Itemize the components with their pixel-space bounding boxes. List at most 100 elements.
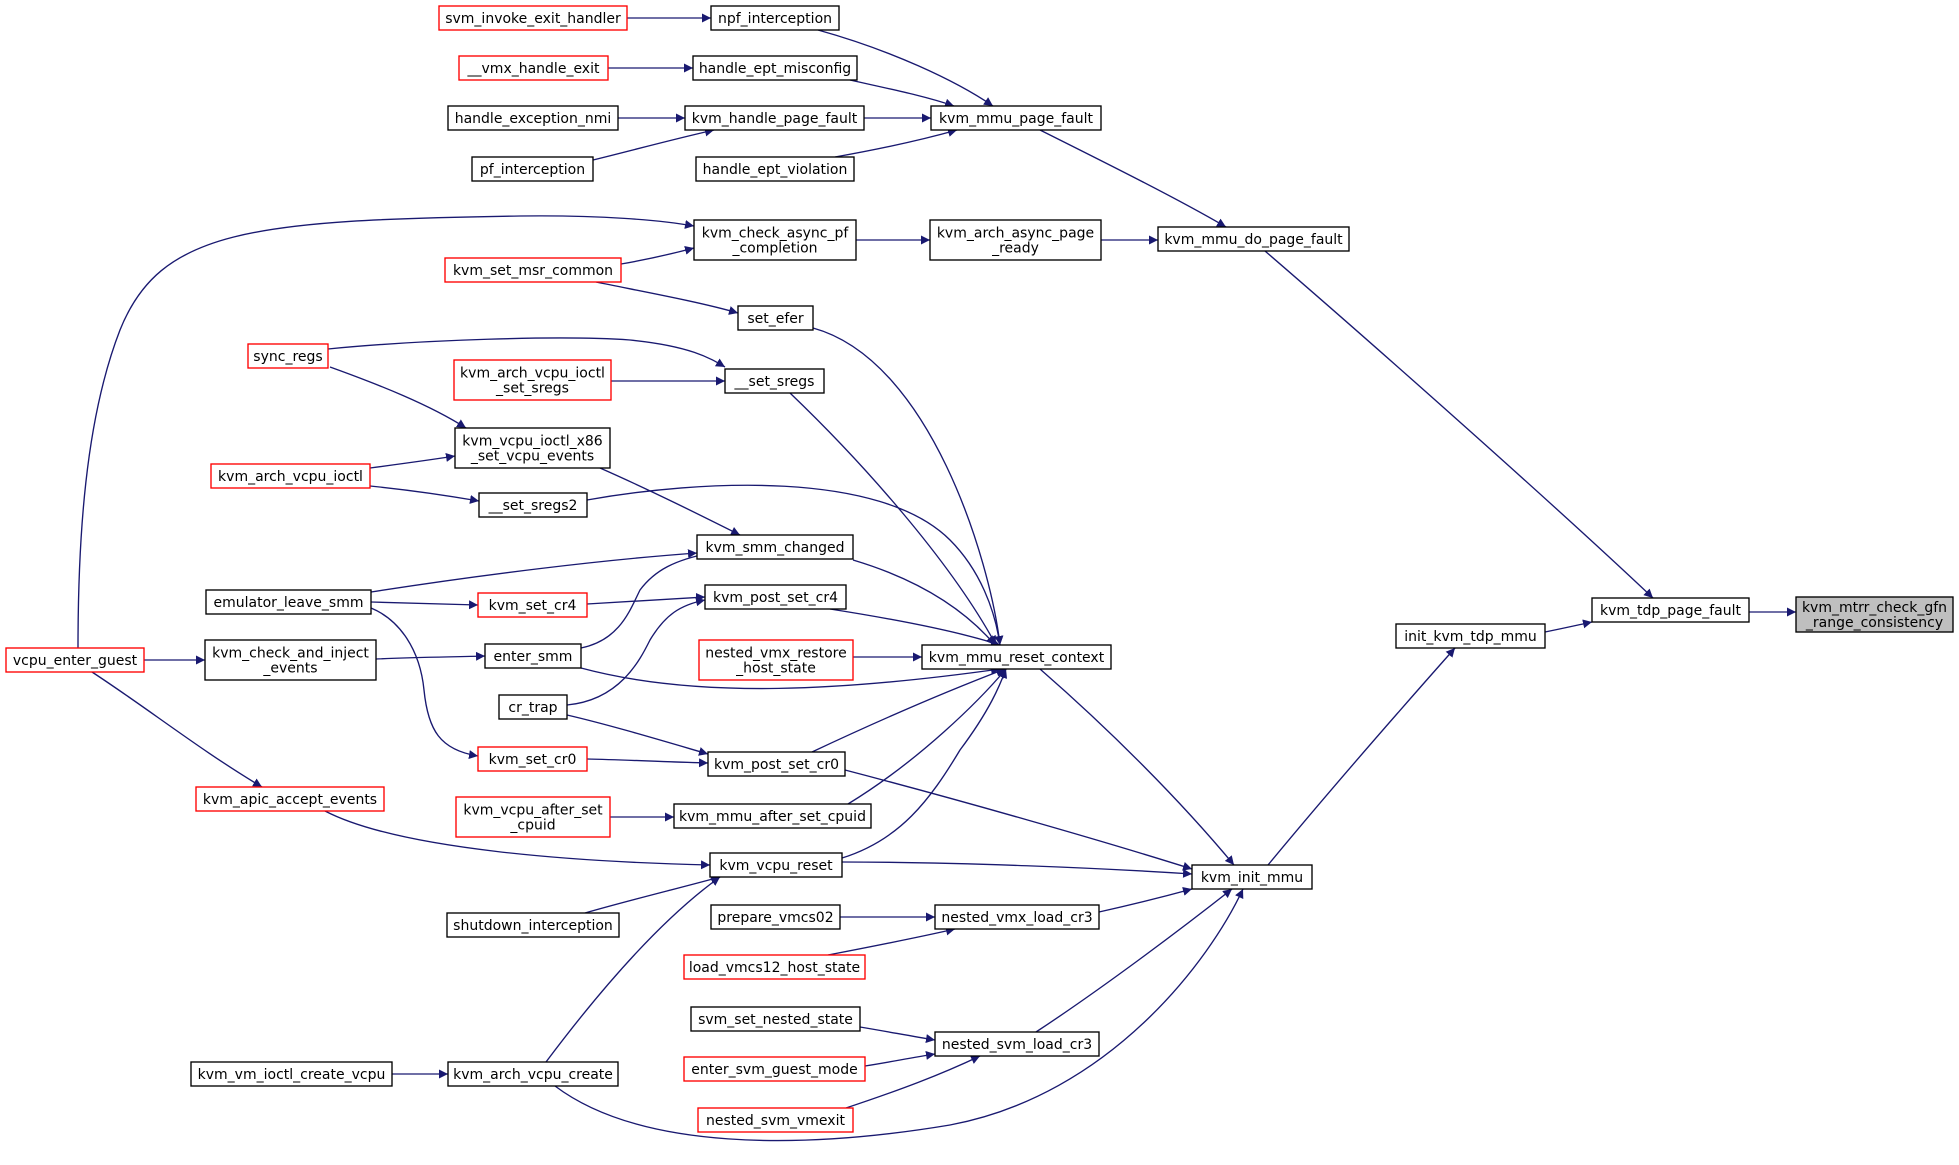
- node-enter_svm_guest_mode[interactable]: enter_svm_guest_mode: [683, 1056, 866, 1082]
- node-kvm_mmu_do_page_fault[interactable]: kvm_mmu_do_page_fault: [1157, 226, 1350, 252]
- edge-kvm_arch_vcpu_create-to-kvm_init_mmu: [554, 888, 1244, 1142]
- node-kvm_arch_vcpu_ioctl_set_sregs[interactable]: kvm_arch_vcpu_ioctl_set_sregs: [453, 359, 612, 401]
- node-kvm_arch_async_page_ready[interactable]: kvm_arch_async_page_ready: [929, 219, 1102, 261]
- node-set_sregs2[interactable]: __set_sregs2: [478, 492, 588, 518]
- node-box: [438, 5, 628, 31]
- node-handle_ept_misconfig[interactable]: handle_ept_misconfig: [692, 55, 858, 81]
- node-cr_trap[interactable]: cr_trap: [498, 694, 568, 720]
- node-label: nested_vmx_load_cr3: [941, 910, 1092, 926]
- node-box: [683, 954, 866, 980]
- node-nested_svm_vmexit[interactable]: nested_svm_vmexit: [697, 1107, 854, 1133]
- node-box: [446, 912, 620, 938]
- node-svm_invoke_exit_handler[interactable]: svm_invoke_exit_handler: [438, 5, 628, 31]
- node-kvm_set_cr4[interactable]: kvm_set_cr4: [477, 592, 588, 618]
- node-kvm_handle_page_fault[interactable]: kvm_handle_page_fault: [684, 105, 865, 131]
- node-load_vmcs12_host_state[interactable]: load_vmcs12_host_state: [683, 954, 866, 980]
- node-kvm_vcpu_reset[interactable]: kvm_vcpu_reset: [709, 852, 843, 878]
- node-kvm_set_msr_common[interactable]: kvm_set_msr_common: [444, 257, 622, 283]
- edge-init_kvm_tdp_mmu-to-kvm_tdp_page_fault: [1544, 619, 1593, 633]
- edge-vcpu_enter_guest-to-kvm_apic_accept_events: [91, 671, 263, 788]
- node-kvm_arch_vcpu_create[interactable]: kvm_arch_vcpu_create: [447, 1061, 619, 1087]
- node-kvm_vcpu_ioctl_x86_set_vcpu_events[interactable]: kvm_vcpu_ioctl_x86_set_vcpu_events: [454, 427, 611, 469]
- node-kvm_vm_ioctl_create_vcpu[interactable]: kvm_vm_ioctl_create_vcpu: [190, 1061, 393, 1087]
- edge-kvm_arch_vcpu_ioctl-to-set_sregs2: [369, 485, 480, 504]
- node-vcpu_enter_guest[interactable]: vcpu_enter_guest: [5, 647, 145, 673]
- node-prepare_vmcs02[interactable]: prepare_vmcs02: [710, 904, 841, 930]
- node-set_sregs[interactable]: __set_sregs: [724, 368, 825, 394]
- edge-kvm_mmu_reset_context-to-kvm_init_mmu: [1039, 668, 1235, 866]
- node-svm_set_nested_state[interactable]: svm_set_nested_state: [690, 1006, 861, 1032]
- node-enter_smm[interactable]: enter_smm: [484, 643, 582, 669]
- node-label: set_efer: [747, 311, 804, 327]
- edges-layer: [77, 13, 1796, 1142]
- node-kvm_post_set_cr4[interactable]: kvm_post_set_cr4: [704, 584, 847, 610]
- node-nested_vmx_restore_host_state[interactable]: nested_vmx_restore_host_state: [698, 639, 854, 681]
- node-label: __set_sregs2: [488, 498, 578, 514]
- node-label: kvm_handle_page_fault: [692, 111, 858, 127]
- node-box: [690, 1006, 861, 1032]
- node-init_kvm_tdp_mmu[interactable]: init_kvm_tdp_mmu: [1395, 623, 1546, 649]
- node-box: [707, 751, 846, 777]
- node-kvm_mmu_after_set_cpuid[interactable]: kvm_mmu_after_set_cpuid: [673, 803, 872, 829]
- node-label: _host_state: [735, 661, 816, 677]
- node-kvm_mmu_reset_context[interactable]: kvm_mmu_reset_context: [921, 644, 1112, 670]
- node-label: kvm_arch_async_page: [937, 226, 1094, 242]
- node-kvm_smm_changed[interactable]: kvm_smm_changed: [696, 534, 854, 560]
- node-label: handle_exception_nmi: [455, 111, 612, 127]
- node-nested_vmx_load_cr3[interactable]: nested_vmx_load_cr3: [934, 904, 1100, 930]
- node-kvm_tdp_page_fault[interactable]: kvm_tdp_page_fault: [1591, 597, 1750, 623]
- node-box: [453, 359, 612, 401]
- node-kvm_init_mmu[interactable]: kvm_init_mmu: [1191, 864, 1313, 890]
- node-pf_interception[interactable]: pf_interception: [471, 156, 594, 182]
- node-kvm_mmu_page_fault[interactable]: kvm_mmu_page_fault: [930, 105, 1102, 131]
- node-handle_exception_nmi[interactable]: handle_exception_nmi: [447, 105, 619, 131]
- node-handle_ept_violation[interactable]: handle_ept_violation: [695, 156, 855, 182]
- node-box: [447, 105, 619, 131]
- node-kvm_apic_accept_events[interactable]: kvm_apic_accept_events: [195, 786, 385, 812]
- node-nested_svm_load_cr3[interactable]: nested_svm_load_cr3: [934, 1031, 1100, 1057]
- node-label: kvm_post_set_cr0: [714, 757, 839, 773]
- node-label: shutdown_interception: [453, 918, 613, 934]
- node-kvm_check_async_pf_completion[interactable]: kvm_check_async_pf_completion: [693, 219, 857, 261]
- node-box: [471, 156, 594, 182]
- node-label: nested_svm_vmexit: [706, 1113, 845, 1129]
- edge-nested_svm_load_cr3-to-kvm_init_mmu: [1035, 888, 1233, 1033]
- node-sync_regs[interactable]: sync_regs: [247, 343, 329, 369]
- node-box: [1795, 596, 1954, 633]
- node-box: [498, 694, 568, 720]
- node-box: [458, 55, 609, 81]
- node-box: [697, 1107, 854, 1133]
- node-set_efer[interactable]: set_efer: [737, 305, 814, 331]
- edge-kvm_mmu_after_set_cpuid-to-kvm_mmu_reset_context: [847, 668, 1007, 805]
- node-box: [1395, 623, 1546, 649]
- edge-kvm_post_set_cr4-to-kvm_mmu_reset_context: [829, 608, 1001, 647]
- edge-cr_trap-to-kvm_post_set_cr0: [566, 714, 709, 756]
- edge-shutdown_interception-to-kvm_vcpu_reset: [584, 875, 721, 914]
- node-kvm_check_and_inject_events[interactable]: kvm_check_and_inject_events: [204, 639, 377, 681]
- edge-kvm_vcpu_reset-to-kvm_mmu_reset_context: [841, 668, 1008, 859]
- node-box: [247, 343, 329, 369]
- node-box: [696, 534, 854, 560]
- node-box: [444, 257, 622, 283]
- edge-kvm_post_set_cr0-to-kvm_mmu_reset_context: [811, 668, 1006, 753]
- node-npf_interception[interactable]: npf_interception: [710, 5, 840, 31]
- node-label: __vmx_handle_exit: [467, 61, 600, 77]
- node-shutdown_interception[interactable]: shutdown_interception: [446, 912, 620, 938]
- node-box: [454, 427, 611, 469]
- node-kvm_mtrr_check_gfn_range_consistency[interactable]: kvm_mtrr_check_gfn_range_consistency: [1795, 596, 1954, 633]
- node-label: kvm_apic_accept_events: [203, 792, 377, 808]
- node-kvm_arch_vcpu_ioctl[interactable]: kvm_arch_vcpu_ioctl: [210, 463, 371, 489]
- node-box: [929, 219, 1102, 261]
- node-vmx_handle_exit[interactable]: __vmx_handle_exit: [458, 55, 609, 81]
- node-emulator_leave_smm[interactable]: emulator_leave_smm: [205, 589, 372, 615]
- node-label: vcpu_enter_guest: [13, 653, 138, 669]
- node-label: enter_smm: [494, 649, 573, 665]
- node-kvm_vcpu_after_set_cpuid[interactable]: kvm_vcpu_after_set_cpuid: [455, 796, 611, 838]
- node-label: kvm_mmu_after_set_cpuid: [679, 809, 866, 825]
- node-box: [204, 639, 377, 681]
- node-label: kvm_check_async_pf: [702, 226, 850, 242]
- node-box: [1591, 597, 1750, 623]
- node-kvm_post_set_cr0[interactable]: kvm_post_set_cr0: [707, 751, 846, 777]
- node-kvm_set_cr0[interactable]: kvm_set_cr0: [477, 746, 588, 772]
- node-box: [673, 803, 872, 829]
